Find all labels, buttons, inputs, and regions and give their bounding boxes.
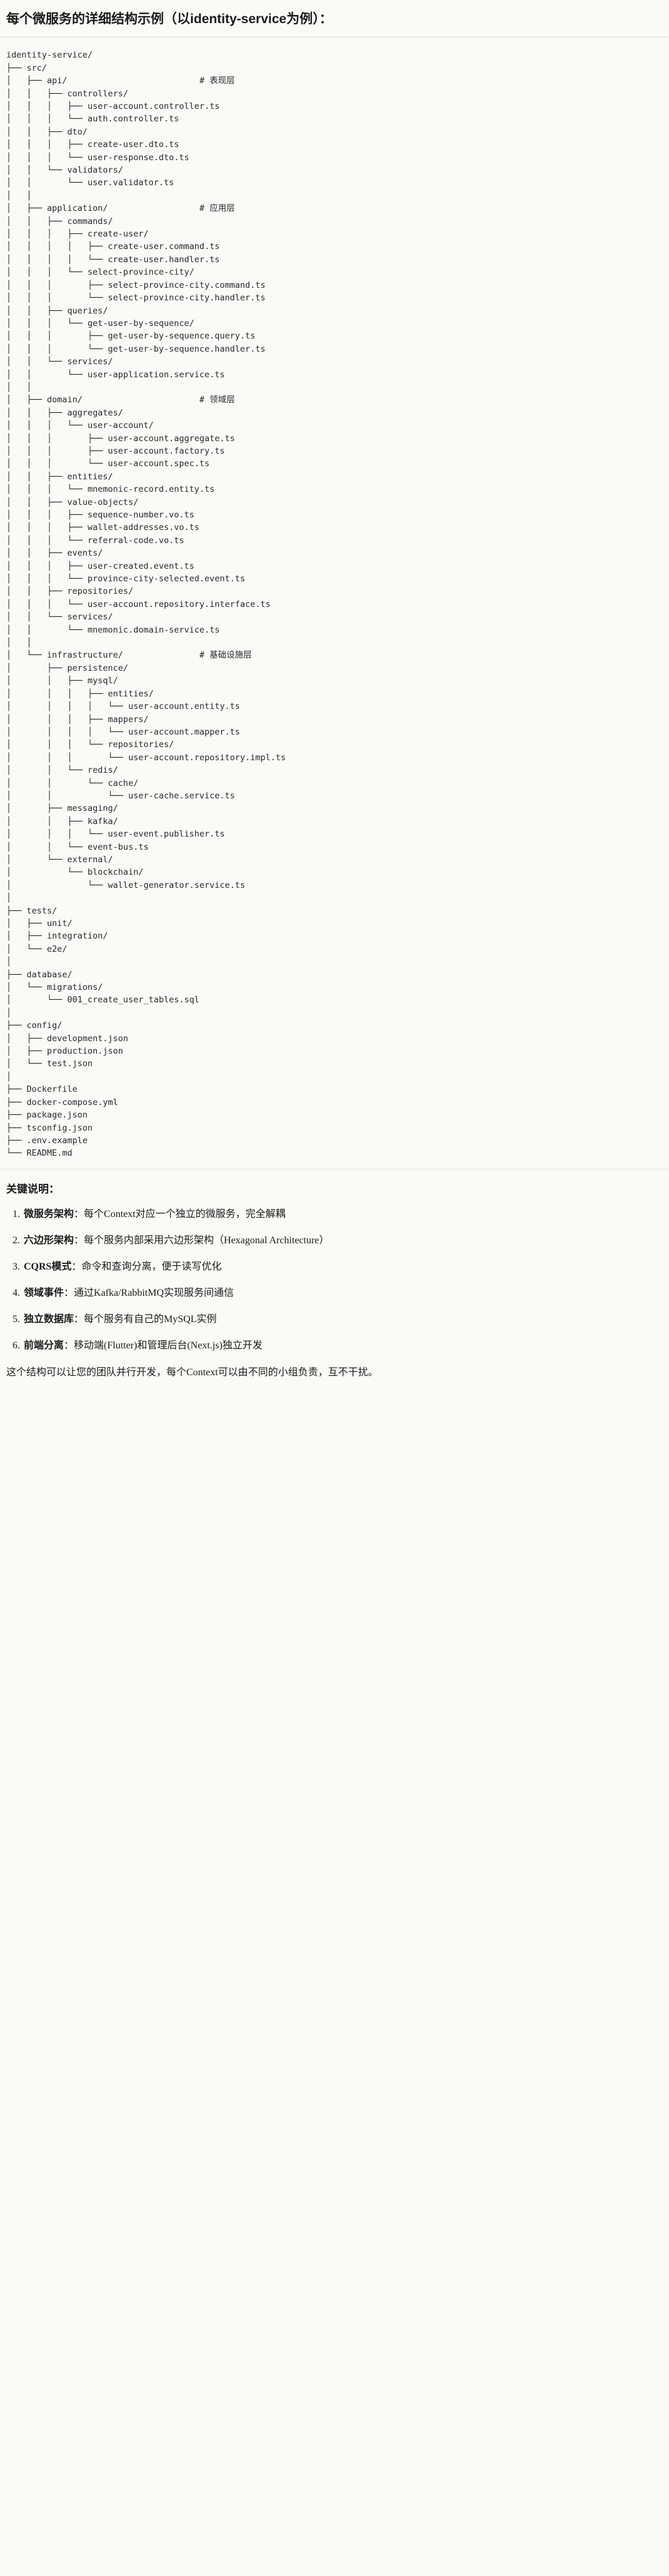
key-point-name: 微服务架构: [24, 1208, 74, 1219]
key-points-section: 关键说明： 微服务架构：每个Context对应一个独立的微服务，完全解耦六边形架…: [0, 1169, 669, 1397]
key-points-heading: 关键说明：: [6, 1183, 59, 1195]
key-point-desc: ：每个Context对应一个独立的微服务，完全解耦: [74, 1208, 286, 1219]
key-points-list: 微服务架构：每个Context对应一个独立的微服务，完全解耦六边形架构：每个服务…: [6, 1207, 663, 1353]
document-page: 每个微服务的详细结构示例（以identity-service为例）： ident…: [0, 0, 669, 1397]
key-point-item: 前端分离：移动端(Flutter)和管理后台(Next.js)独立开发: [23, 1338, 663, 1353]
key-point-desc: ：移动端(Flutter)和管理后台(Next.js)独立开发: [64, 1340, 263, 1351]
key-point-desc: ：每个服务内部采用六边形架构（Hexagonal Architecture）: [74, 1235, 329, 1246]
key-point-desc: ：每个服务有自己的MySQL实例: [74, 1313, 217, 1325]
key-point-name: 独立数据库: [24, 1313, 74, 1325]
directory-tree: identity-service/ ├── src/ │ ├── api/ # …: [6, 50, 286, 1159]
key-point-name: 领域事件: [24, 1287, 64, 1298]
key-point-name: 前端分离: [24, 1340, 64, 1351]
key-point-desc: ：通过Kafka/RabbitMQ实现服务间通信: [64, 1287, 234, 1298]
page-title: 每个微服务的详细结构示例（以identity-service为例）：: [0, 0, 669, 38]
key-point-item: 独立数据库：每个服务有自己的MySQL实例: [23, 1312, 663, 1327]
key-point-name: 六边形架构: [24, 1235, 74, 1246]
closing-paragraph: 这个结构可以让您的团队并行开发，每个Context可以由不同的小组负责，互不干扰…: [6, 1367, 378, 1378]
key-point-name: CQRS模式: [24, 1261, 72, 1272]
key-point-item: 领域事件：通过Kafka/RabbitMQ实现服务间通信: [23, 1286, 663, 1301]
key-point-desc: ：命令和查询分离，便于读写优化: [71, 1261, 222, 1272]
directory-tree-block: identity-service/ ├── src/ │ ├── api/ # …: [0, 38, 669, 1169]
key-point-item: 六边形架构：每个服务内部采用六边形架构（Hexagonal Architectu…: [23, 1233, 663, 1248]
key-point-item: 微服务架构：每个Context对应一个独立的微服务，完全解耦: [23, 1207, 663, 1222]
key-point-item: CQRS模式：命令和查询分离，便于读写优化: [23, 1260, 663, 1275]
